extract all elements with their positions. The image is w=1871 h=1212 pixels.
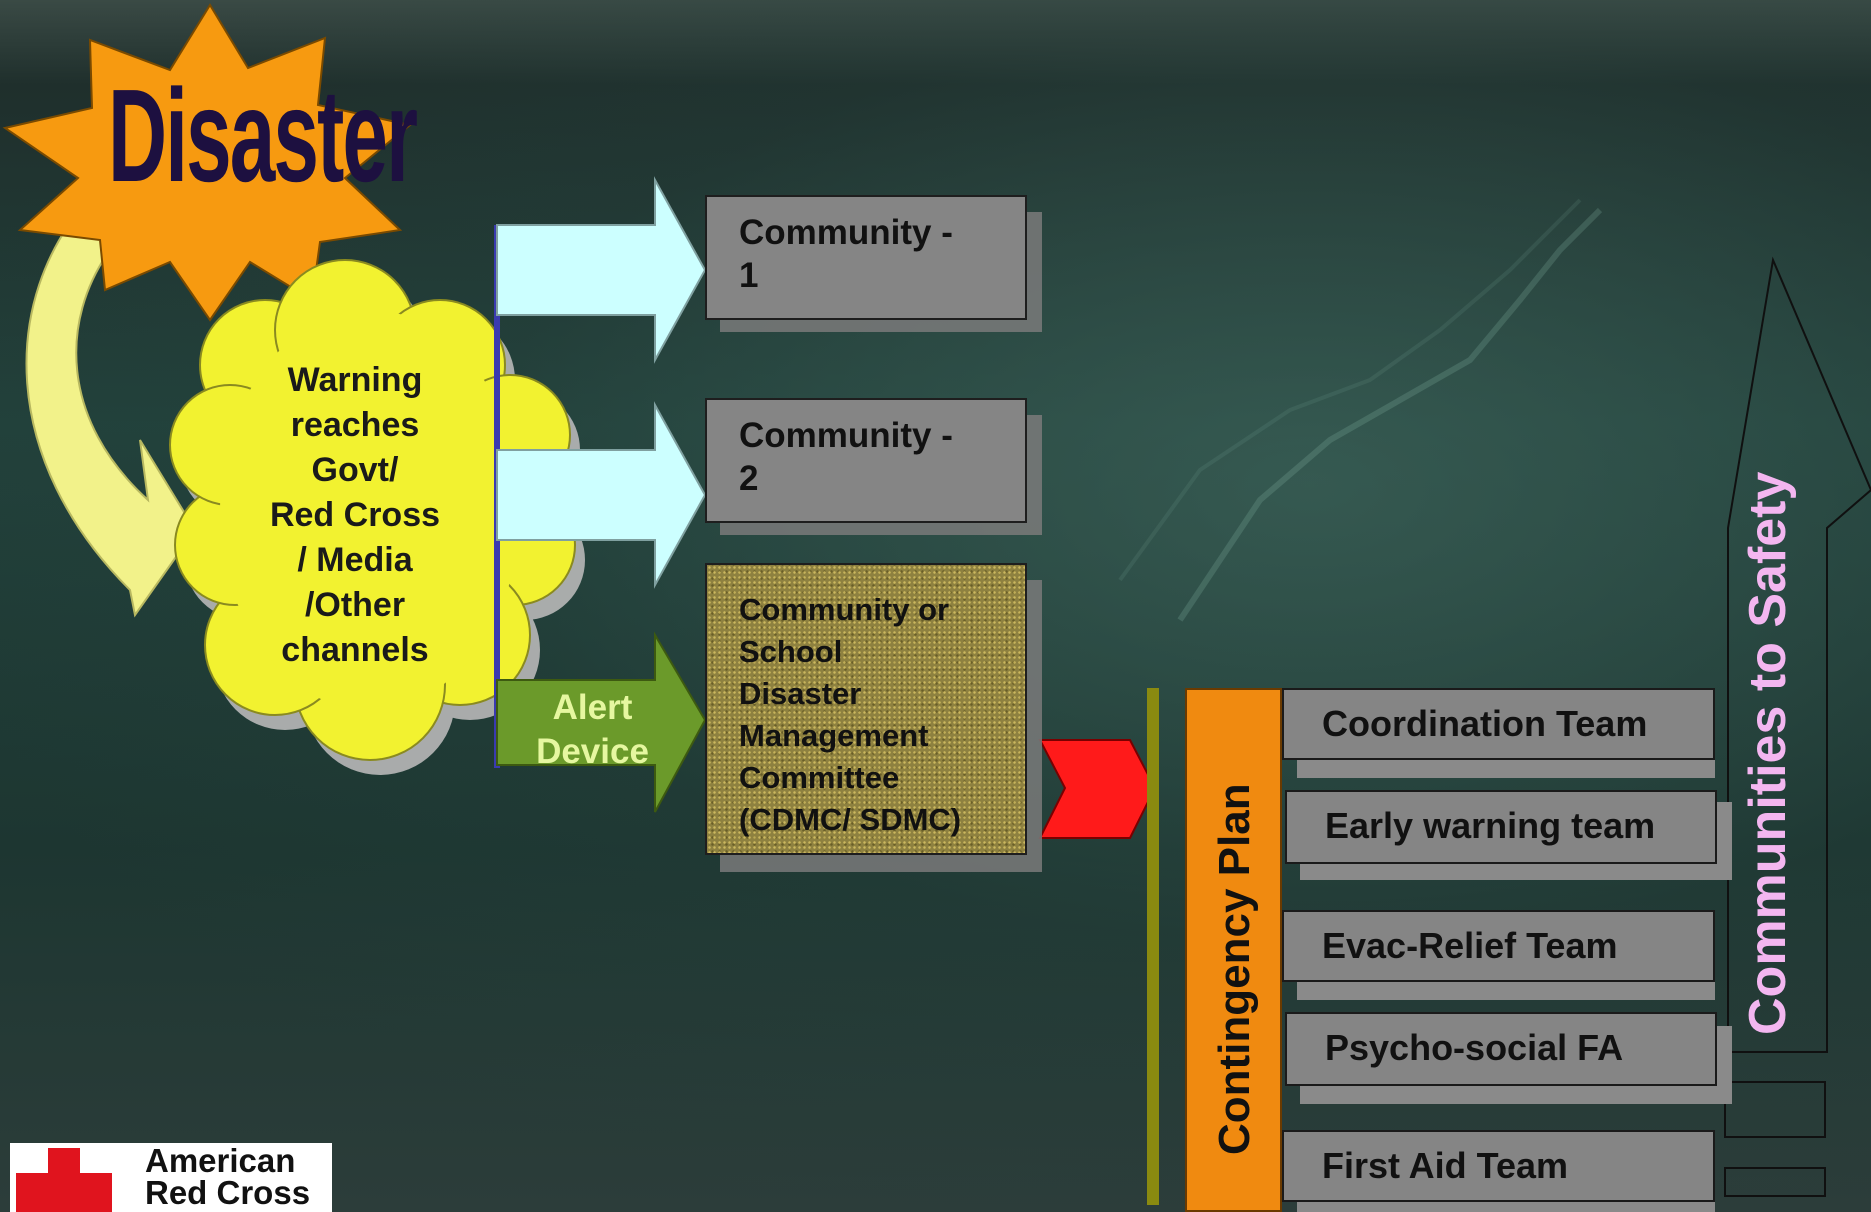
alert-device-label: Alert Device bbox=[536, 688, 649, 771]
community-2-box: Community - 2 bbox=[705, 398, 1027, 523]
red-chevron bbox=[1038, 739, 1157, 839]
team-psycho-social: Psycho-social FA bbox=[1285, 1012, 1717, 1086]
community-1-box: Community - 1 bbox=[705, 195, 1027, 320]
team-first-aid: First Aid Team bbox=[1282, 1130, 1715, 1202]
outline-box bbox=[1724, 1167, 1826, 1197]
american-red-cross-logo: American Red Cross bbox=[10, 1143, 332, 1212]
olive-divider bbox=[1147, 688, 1159, 1205]
warning-cloud-text: Warning reaches Govt/ Red Cross / Media … bbox=[269, 361, 441, 669]
team-evac-relief: Evac-Relief Team bbox=[1282, 910, 1715, 982]
curved-flow-arrow bbox=[25, 198, 197, 618]
alert-device-arrow bbox=[496, 631, 707, 813]
contingency-plan-label: Contingency Plan bbox=[1210, 783, 1259, 1155]
team-early-warning: Early warning team bbox=[1285, 790, 1717, 864]
outline-box bbox=[1724, 1081, 1826, 1138]
contingency-plan-box bbox=[1185, 688, 1282, 1212]
arrow-to-community-1 bbox=[496, 176, 707, 364]
communities-to-safety-label: Communities to Safety bbox=[1739, 471, 1797, 1035]
team-coordination: Coordination Team bbox=[1282, 688, 1715, 760]
management-committee-box: Community or School Disaster Management … bbox=[705, 563, 1027, 855]
red-cross-icon bbox=[16, 1148, 112, 1212]
starburst-shape bbox=[2, 3, 413, 322]
arrow-to-community-2 bbox=[496, 401, 707, 589]
disaster-label: Disaster bbox=[108, 62, 418, 209]
